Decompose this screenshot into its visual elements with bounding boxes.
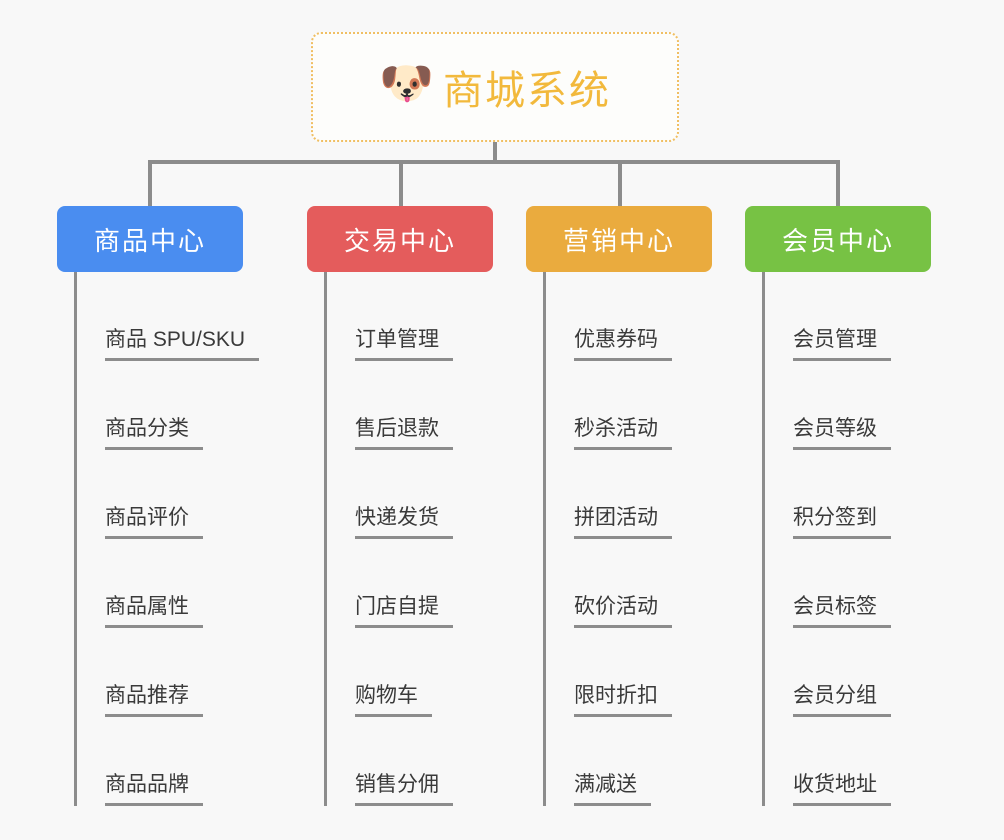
leaf-list-product-center: 商品 SPU/SKU 商品分类 商品评价 商品属性 商品推荐 商品品牌 <box>74 272 260 806</box>
list-item[interactable]: 优惠券码 <box>543 272 712 361</box>
list-item[interactable]: 会员标签 <box>762 539 931 628</box>
branch-member-center: 会员中心 会员管理 会员等级 积分签到 会员标签 会员分组 收货地址 <box>745 206 931 806</box>
list-item[interactable]: 限时折扣 <box>543 628 712 717</box>
leaf-label: 门店自提 <box>355 595 453 628</box>
leaf-label: 快递发货 <box>355 506 453 539</box>
branch-header-label: 交易中心 <box>343 225 456 256</box>
branch-header-trade-center[interactable]: 交易中心 <box>307 206 493 272</box>
list-item[interactable]: 秒杀活动 <box>543 361 712 450</box>
list-item[interactable]: 销售分佣 <box>324 717 493 806</box>
list-item[interactable]: 会员分组 <box>762 628 931 717</box>
branch-drop-connector-2 <box>399 160 403 206</box>
leaf-label: 收货地址 <box>793 773 891 806</box>
list-item[interactable]: 商品分类 <box>74 361 259 450</box>
branch-header-product-center[interactable]: 商品中心 <box>57 206 243 272</box>
branch-header-label: 商品中心 <box>93 225 206 256</box>
leaf-label: 砍价活动 <box>574 595 672 628</box>
branch-header-marketing-center[interactable]: 营销中心 <box>526 206 712 272</box>
list-item[interactable]: 收货地址 <box>762 717 931 806</box>
branch-trade-center: 交易中心 订单管理 售后退款 快递发货 门店自提 购物车 销售分佣 <box>307 206 493 806</box>
leaf-list-marketing-center: 优惠券码 秒杀活动 拼团活动 砍价活动 限时折扣 满减送 <box>543 272 712 806</box>
leaf-label: 订单管理 <box>355 328 453 361</box>
branch-header-label: 会员中心 <box>781 225 894 256</box>
leaf-label: 积分签到 <box>793 506 891 539</box>
root-node[interactable]: 🐶 商城系统 <box>311 32 679 142</box>
list-item[interactable]: 砍价活动 <box>543 539 712 628</box>
list-item[interactable]: 满减送 <box>543 717 712 806</box>
leaf-label: 商品分类 <box>105 417 203 450</box>
leaf-label: 商品评价 <box>105 506 203 539</box>
leaf-label: 销售分佣 <box>355 773 453 806</box>
leaf-label: 会员分组 <box>793 684 891 717</box>
leaf-trunk <box>74 272 77 806</box>
leaf-list-member-center: 会员管理 会员等级 积分签到 会员标签 会员分组 收货地址 <box>762 272 931 806</box>
leaf-label: 商品属性 <box>105 595 203 628</box>
leaf-label: 商品 SPU/SKU <box>105 328 260 361</box>
leaf-trunk <box>762 272 765 806</box>
branch-marketing-center: 营销中心 优惠券码 秒杀活动 拼团活动 砍价活动 限时折扣 满减送 <box>526 206 712 806</box>
leaf-label: 限时折扣 <box>574 684 672 717</box>
leaf-trunk <box>543 272 546 806</box>
list-item[interactable]: 商品品牌 <box>74 717 259 806</box>
root-title: 商城系统 <box>443 69 611 113</box>
list-item[interactable]: 商品推荐 <box>74 628 259 717</box>
leaf-label: 秒杀活动 <box>574 417 672 450</box>
root-stem-connector <box>493 142 497 164</box>
branch-header-label: 营销中心 <box>562 225 675 256</box>
list-item[interactable]: 商品属性 <box>74 539 259 628</box>
leaf-label: 会员标签 <box>793 595 891 628</box>
list-item[interactable]: 拼团活动 <box>543 450 712 539</box>
list-item[interactable]: 会员管理 <box>762 272 931 361</box>
leaf-label: 售后退款 <box>355 417 453 450</box>
leaf-trunk <box>324 272 327 806</box>
list-item[interactable]: 订单管理 <box>324 272 493 361</box>
leaf-label: 满减送 <box>574 773 651 806</box>
list-item[interactable]: 会员等级 <box>762 361 931 450</box>
list-item[interactable]: 商品评价 <box>74 450 259 539</box>
list-item[interactable]: 商品 SPU/SKU <box>74 272 260 361</box>
list-item[interactable]: 快递发货 <box>324 450 493 539</box>
leaf-list-trade-center: 订单管理 售后退款 快递发货 门店自提 购物车 销售分佣 <box>324 272 493 806</box>
dog-face-icon: 🐶 <box>379 59 434 108</box>
list-item[interactable]: 购物车 <box>324 628 493 717</box>
list-item[interactable]: 积分签到 <box>762 450 931 539</box>
list-item[interactable]: 售后退款 <box>324 361 493 450</box>
branch-drop-connector-4 <box>836 160 840 206</box>
branch-product-center: 商品中心 商品 SPU/SKU 商品分类 商品评价 商品属性 商品推荐 商品品牌 <box>57 206 260 806</box>
leaf-label: 会员管理 <box>793 328 891 361</box>
list-item[interactable]: 门店自提 <box>324 539 493 628</box>
leaf-label: 会员等级 <box>793 417 891 450</box>
leaf-label: 商品品牌 <box>105 773 203 806</box>
leaf-label: 商品推荐 <box>105 684 203 717</box>
branch-header-member-center[interactable]: 会员中心 <box>745 206 931 272</box>
leaf-label: 拼团活动 <box>574 506 672 539</box>
branch-bus-connector <box>148 160 840 164</box>
branch-drop-connector-3 <box>618 160 622 206</box>
branch-drop-connector-1 <box>148 160 152 206</box>
leaf-label: 购物车 <box>355 684 432 717</box>
leaf-label: 优惠券码 <box>574 328 672 361</box>
